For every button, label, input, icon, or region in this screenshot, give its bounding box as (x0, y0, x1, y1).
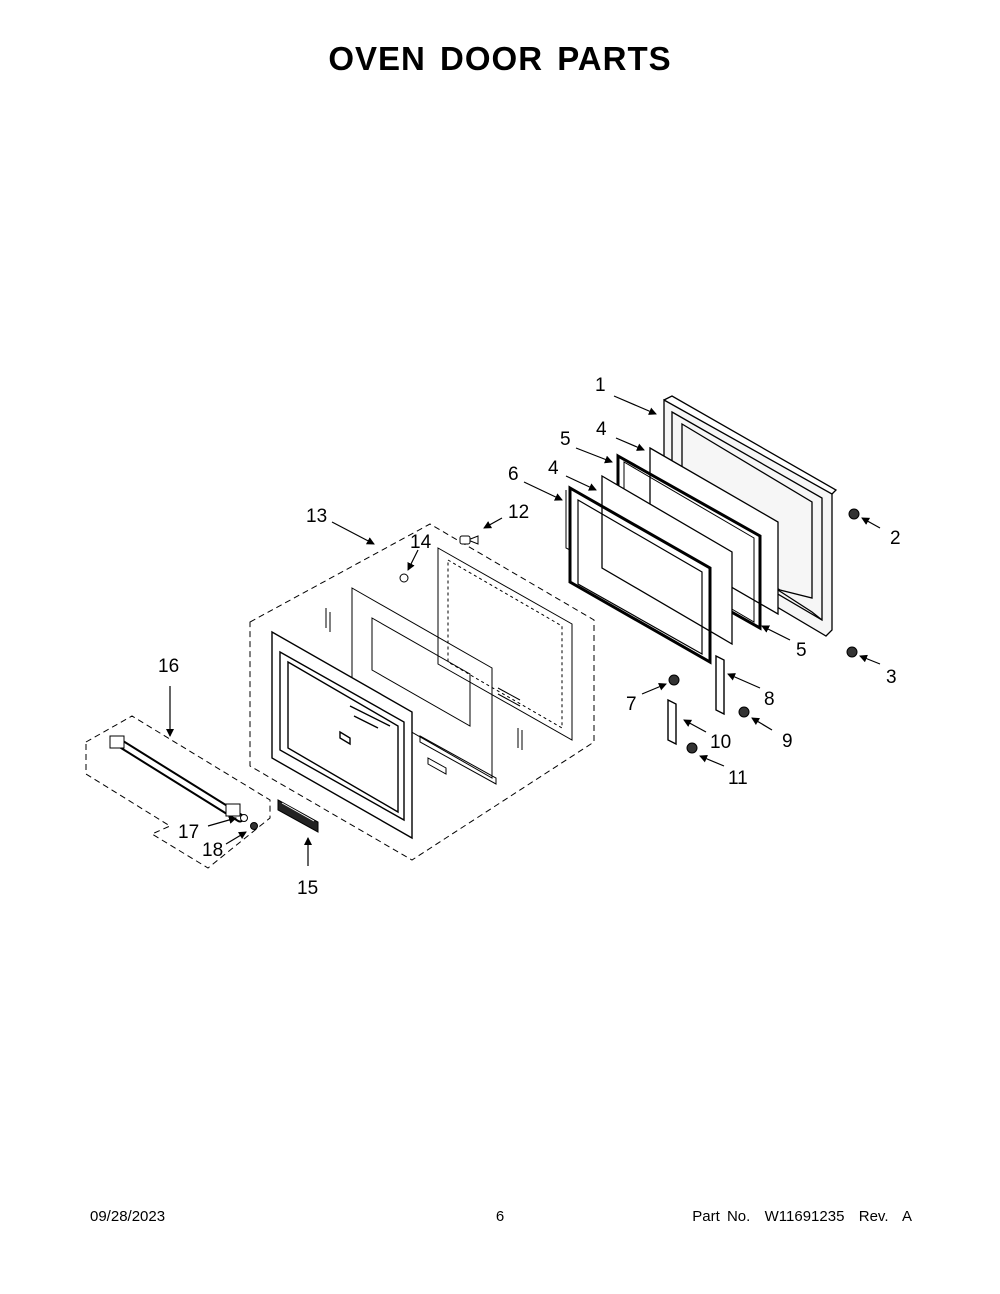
part-10-hinge (667, 698, 677, 746)
part-9-screw (738, 706, 750, 718)
callout-5-lower: 5 (796, 640, 807, 661)
callout-4-upper: 4 (596, 419, 607, 440)
part-6-inner-frame (565, 485, 712, 665)
part-17-washer (240, 814, 248, 822)
assembly-13-boundary (249, 523, 595, 861)
footer-page-number: 6 (495, 1208, 505, 1225)
callout-12: 12 (508, 502, 529, 523)
part-14-screw (399, 573, 409, 583)
callout-9: 9 (782, 731, 793, 752)
callout-8: 8 (764, 689, 775, 710)
part-3-screw (846, 646, 858, 658)
part-4-glass-lower (601, 474, 733, 646)
callout-1: 1 (595, 375, 606, 396)
part-16-handle (109, 735, 245, 823)
callout-11: 11 (728, 768, 748, 789)
part-7-screw (668, 674, 680, 686)
callout-14: 14 (410, 532, 432, 553)
part-8-hinge-plate (715, 654, 725, 716)
part-11-screw (686, 742, 698, 754)
callout-3: 3 (886, 667, 897, 688)
callout-10: 10 (710, 732, 731, 753)
callout-5-upper: 5 (560, 429, 571, 450)
callout-17: 17 (178, 822, 199, 843)
callout-4-lower: 4 (548, 458, 559, 479)
leader-lines (166, 395, 881, 866)
callout-2: 2 (890, 528, 901, 549)
page-title: OVEN DOOR PARTS (328, 40, 672, 77)
callout-18: 18 (202, 840, 223, 861)
callout-16: 16 (158, 656, 179, 677)
part-12-screw (459, 535, 479, 545)
callout-6: 6 (508, 464, 519, 485)
part-15-vent (277, 799, 319, 833)
callout-7: 7 (626, 694, 637, 715)
footer-date: 09/28/2023 (90, 1208, 166, 1225)
assembly-16-boundary (85, 715, 271, 869)
part-2-screw (848, 508, 860, 520)
part-18-screw (250, 822, 258, 830)
part-13-panel-stack (325, 547, 573, 785)
callout-15: 15 (297, 878, 318, 899)
callout-labels: 1 2 3 4 4 5 5 6 7 8 9 10 11 12 13 14 15 … (158, 375, 901, 899)
callout-13: 13 (306, 506, 327, 527)
footer-part-number: Part No. W11691235 Rev. A (692, 1208, 912, 1225)
part-13-front-door (271, 630, 413, 840)
